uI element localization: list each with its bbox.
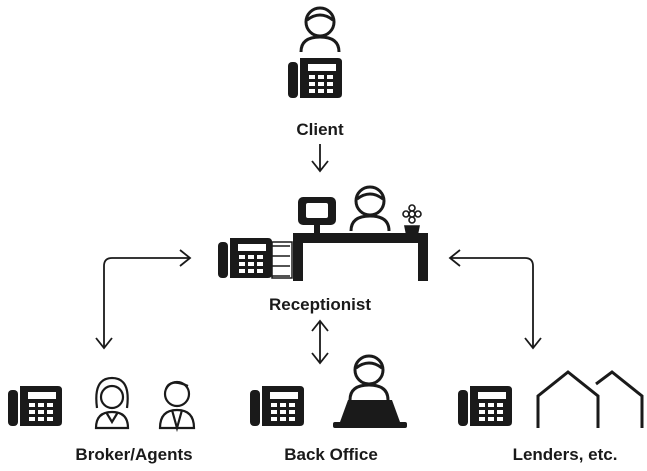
lenders-label: Lenders, etc. xyxy=(512,445,618,464)
client-to-receptionist-arrow xyxy=(311,144,329,173)
reception-desk-icon xyxy=(293,233,428,281)
broker-phone-icon xyxy=(8,386,62,426)
lenders-phone-icon xyxy=(458,386,512,426)
receptionist-person-icon xyxy=(349,185,391,233)
client-phone-icon xyxy=(288,58,342,98)
flower-pot-icon xyxy=(402,204,422,237)
receptionist-monitor-icon xyxy=(298,197,336,235)
broker-agents-label: Broker/Agents xyxy=(75,445,193,464)
receptionist-label: Receptionist xyxy=(268,295,372,314)
male-agent-icon xyxy=(158,380,196,433)
female-agent-icon xyxy=(94,376,130,430)
receptionist-broker-arrow xyxy=(95,249,192,350)
buildings-icon xyxy=(536,370,644,428)
laptop-icon xyxy=(333,400,407,428)
client-label: Client xyxy=(296,120,344,139)
backoffice-phone-icon xyxy=(250,386,304,426)
receptionist-phone-icon xyxy=(218,238,272,278)
backoffice-person-icon xyxy=(348,354,390,402)
client-person-icon xyxy=(299,6,341,54)
back-office-label: Back Office xyxy=(284,445,378,464)
receptionist-lenders-arrow xyxy=(448,249,542,350)
phone-cord-icon xyxy=(271,241,293,279)
receptionist-backoffice-arrow xyxy=(311,319,329,365)
